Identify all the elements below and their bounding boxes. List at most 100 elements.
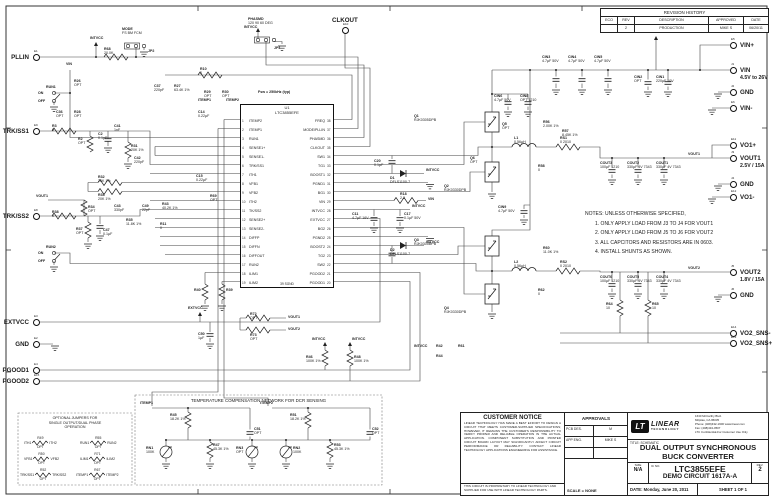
ic-pin: 9 VFB2 [242, 188, 265, 197]
component-label: JP4 [274, 46, 280, 50]
component-value: 100K [293, 450, 302, 455]
component-value: RJK0330DPB [444, 310, 467, 315]
terminal-post-icon[interactable] [730, 89, 737, 96]
schematic-title-line2: BUCK CONVERTER [662, 451, 734, 461]
ic-pin-number: 14 [242, 235, 246, 240]
revision-history-table: REVISION HISTORY ECO REV DESCRIPTION APP… [600, 8, 769, 33]
component-refdes: R33 [98, 193, 105, 197]
ic-pin-name: RUN1 [249, 136, 259, 141]
terminal-post-icon[interactable] [730, 155, 737, 162]
ic-pin-name: BG2 [317, 226, 325, 231]
jumper-value: OPT [36, 445, 44, 450]
terminal-post-icon[interactable] [730, 142, 737, 149]
ic-pin-number: 8 [242, 181, 244, 186]
component-refdes: R26 [74, 79, 81, 83]
component-refdes: Fsw = 250kHz (typ) [258, 90, 291, 94]
component-label: ON [38, 251, 43, 255]
terminal-label: VO1- [740, 193, 755, 201]
component-refdes: VOUT2 [688, 266, 700, 270]
scale-note: SCALE = NONE [567, 488, 597, 493]
component-label: C15 0.22µF [196, 174, 207, 182]
component-label: ITEMP1 [198, 98, 211, 102]
terminal-label: GND [740, 291, 754, 299]
component-refdes: OFF [38, 99, 46, 103]
component-value: 18.2K 1% [290, 417, 306, 422]
component-value: 0 [200, 71, 202, 76]
component-value: OPT [372, 431, 380, 436]
terminal-post-icon[interactable] [33, 367, 40, 374]
component-label: INTVCC [90, 36, 103, 40]
component-value: 100µF 1210 [600, 279, 620, 284]
terminal-post-icon[interactable] [730, 269, 737, 276]
terminal-post-icon[interactable] [730, 292, 737, 299]
terminal-post-icon[interactable] [33, 341, 40, 348]
terminal-post-icon[interactable] [33, 213, 40, 220]
ic-pin: 36 PHASMD [303, 134, 332, 143]
company-address: 1630 McCarthy Blvd. Milpitas, CA 95035 P… [695, 414, 748, 434]
terminal-id: E11 [731, 137, 737, 141]
terminal-post-icon[interactable] [730, 181, 737, 188]
jumper-value: OPT [39, 477, 47, 482]
component-label: R58 0 [538, 164, 545, 172]
note-item: 2. ONLY APPLY LOAD FROM J5 TO J6 FOR VOU… [595, 230, 714, 236]
terminal-post-icon[interactable] [730, 105, 737, 112]
component-refdes: CIN3 [542, 55, 551, 59]
component-value: 220pF [154, 88, 165, 93]
ic-pin-name: PGND2 [312, 235, 325, 240]
component-label: C14 0.22µF [198, 110, 209, 118]
component-label: Q5 OPT [502, 122, 509, 130]
component-refdes: ITEMP2 [226, 98, 239, 102]
terminal-label: GND [15, 340, 29, 348]
terminal-post-icon[interactable] [730, 330, 737, 337]
ic-pin-number: 37 [327, 127, 331, 132]
ic-pin: 23 TG2 [303, 251, 332, 260]
ic-pin: 21 PGOOD2 [303, 269, 332, 278]
terminal-id: E8 [34, 208, 38, 212]
ic-pin: 19 ILIM2 [242, 278, 265, 287]
component-refdes: RN2 [293, 446, 301, 450]
component-refdes: R45 [170, 413, 177, 417]
terminal-post-icon[interactable] [730, 194, 737, 201]
ic-pin-number: 24 [327, 244, 331, 249]
rev-tag: REV. [756, 463, 764, 467]
component-refdes: C41 [114, 124, 121, 128]
component-label: COUT1 330µF 4V 7343 [656, 161, 681, 169]
terminal-post-icon[interactable] [730, 42, 737, 49]
component-label: R38 0 [52, 210, 59, 218]
component-label: R33 20K 1% [98, 193, 111, 201]
component-label: R65 10 [652, 302, 659, 310]
note-item: 4. INSTALL SHUNTS AS SHOWN. [595, 249, 672, 255]
component-value: 0 [52, 128, 54, 133]
component-value: 330µF 4V 7343 [627, 165, 652, 170]
ic-pin-number: 13 [242, 226, 246, 231]
terminal-post-icon[interactable] [730, 67, 737, 74]
terminal-id: J5 [731, 264, 735, 268]
terminal-post-icon[interactable] [342, 27, 349, 34]
terminal-post-icon[interactable] [33, 128, 40, 135]
approval-name: M [609, 427, 612, 431]
component-refdes: Q3 [414, 238, 419, 242]
rev-col-rev: REV [618, 17, 635, 24]
component-label: R27 63.4K 1% [174, 84, 190, 92]
terminal-post-icon[interactable] [33, 54, 40, 61]
component-label: C17 0.1µF 50V [404, 212, 421, 220]
approval-role: APP ENG. [565, 437, 594, 447]
component-refdes: INTVCC [312, 337, 326, 341]
terminal-post-icon[interactable] [33, 319, 40, 326]
component-label: C50 1µF [198, 332, 205, 340]
terminal-label: VOUT1 [740, 154, 761, 162]
component-refdes: R47 [213, 443, 220, 447]
ic-pin-name: TRK/SS1 [249, 163, 264, 168]
component-value: OPT [56, 114, 64, 119]
component-refdes: VOUT2 [288, 327, 300, 331]
component-label: R31 20K 1% [131, 144, 144, 152]
ic-pin-number: 16 [242, 253, 246, 258]
component-label: R39 [226, 288, 233, 292]
component-refdes: C49 [142, 204, 149, 208]
ic-pin-number: 10 [242, 199, 246, 204]
component-refdes: Q2 [444, 184, 449, 188]
terminal-post-icon[interactable] [33, 378, 40, 385]
terminal-post-icon[interactable] [730, 340, 737, 347]
component-label: C47 0.1µF [103, 228, 112, 236]
resistor-icon [89, 456, 106, 462]
